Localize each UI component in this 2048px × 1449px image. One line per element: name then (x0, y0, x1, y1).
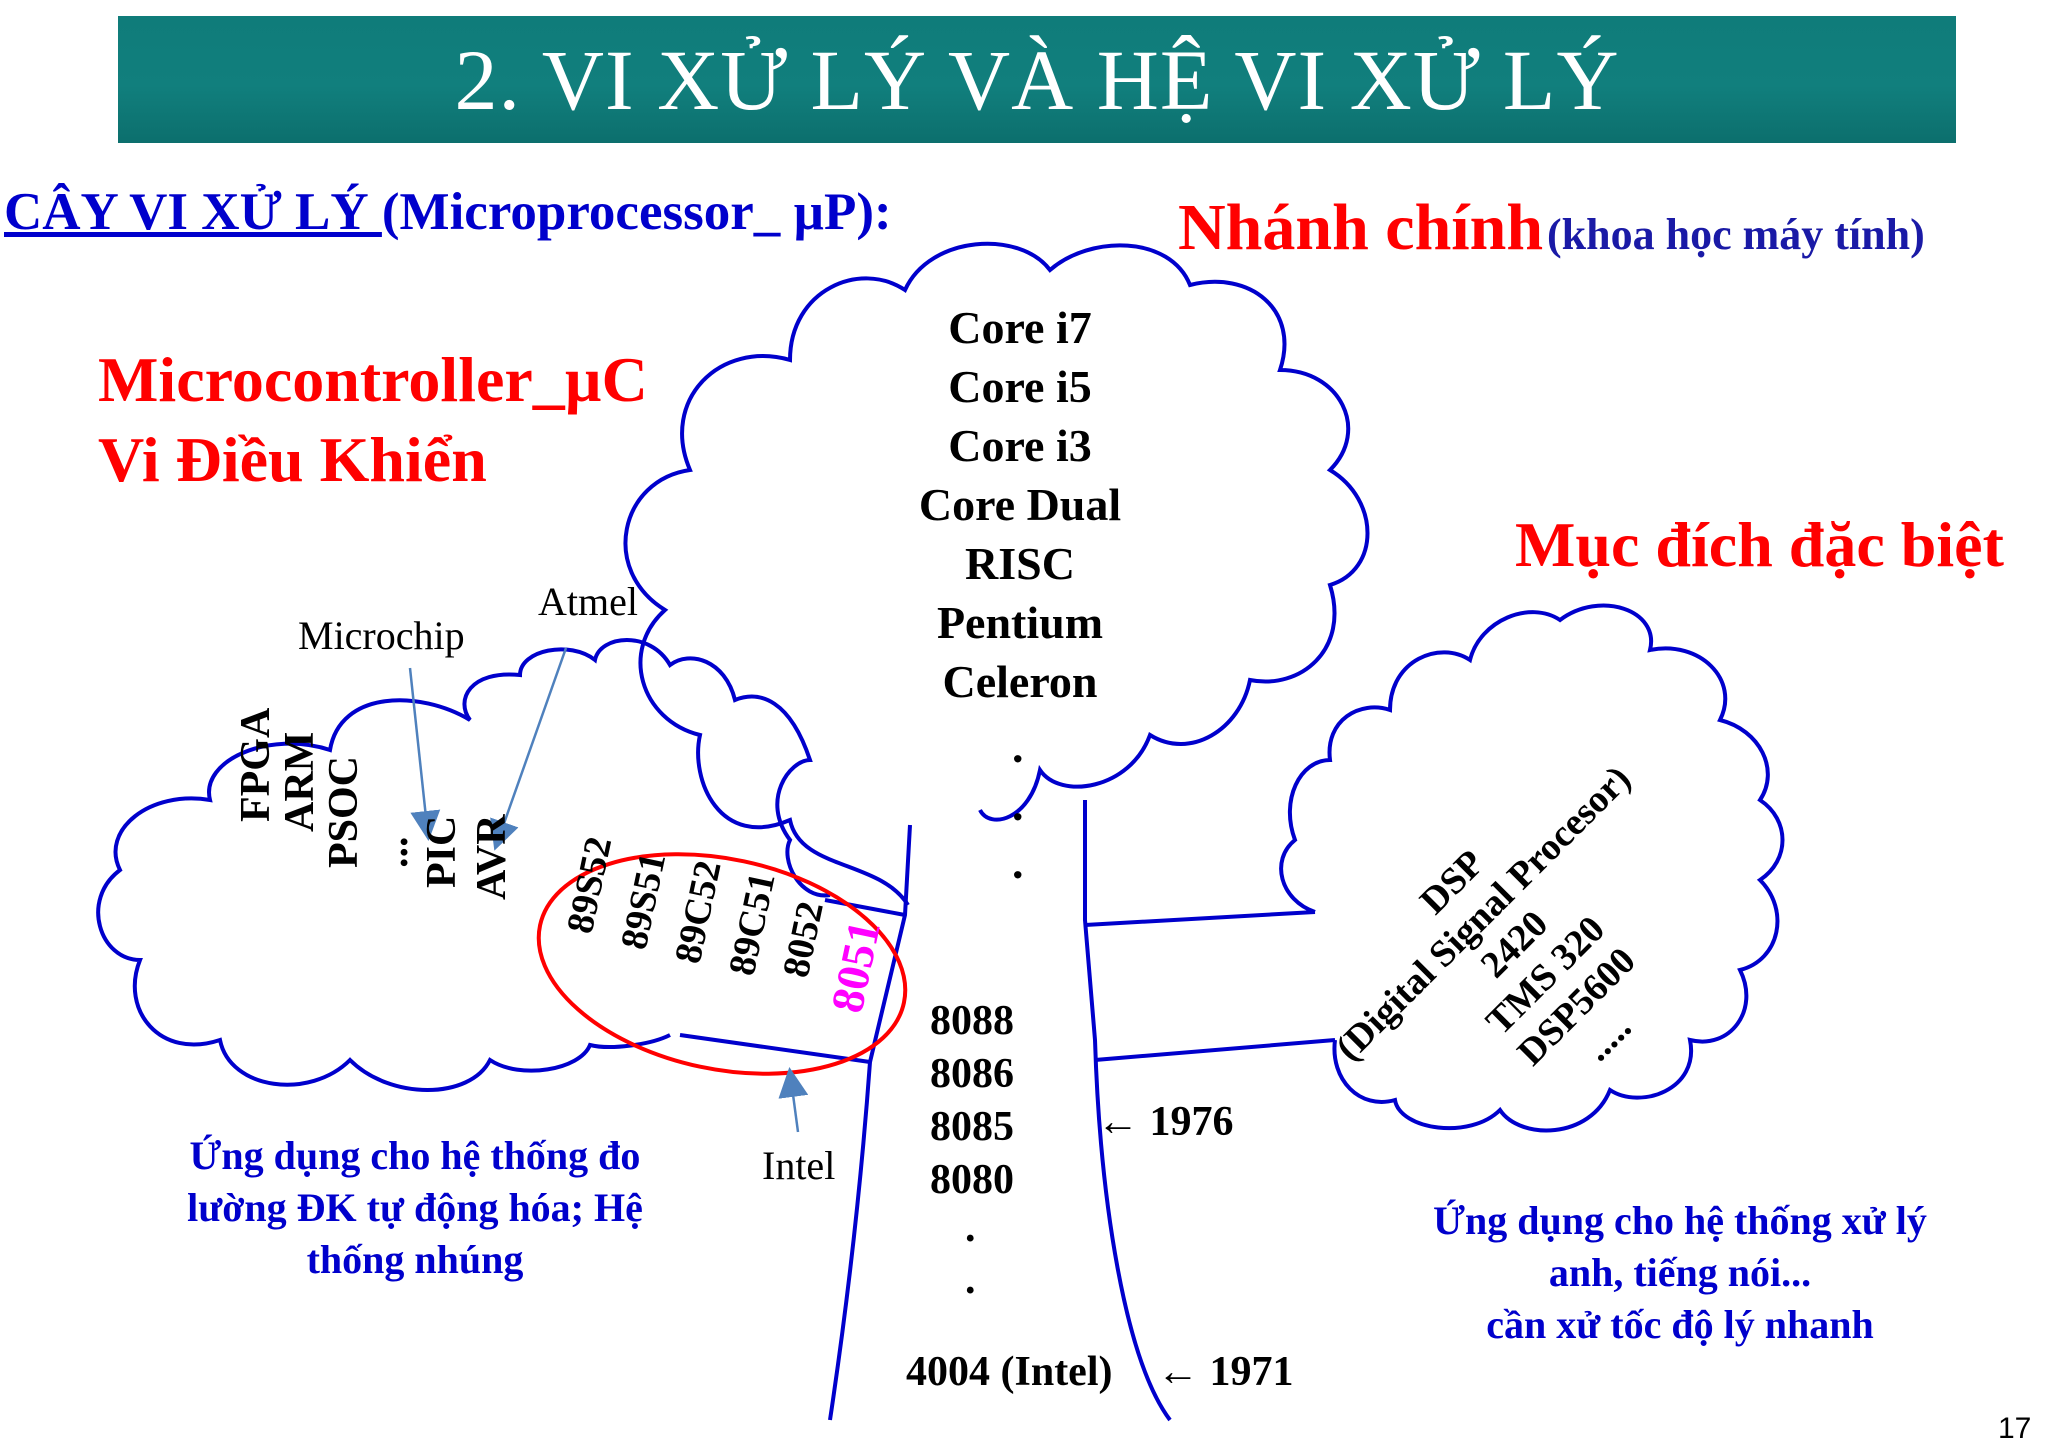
right-application-note: Ứng dụng cho hệ thống xử lý anh, tiếng n… (1380, 1195, 1980, 1351)
year-1971: ← 1971 (1157, 1349, 1294, 1395)
dot: . (1012, 779, 1024, 830)
trunk-right (1083, 800, 1172, 1422)
dot: . (1012, 721, 1024, 772)
left-application-note: Ứng dụng cho hệ thống đo lường ĐK tự độn… (130, 1130, 700, 1286)
branch-left-top (824, 898, 906, 917)
left-app-line: Ứng dụng cho hệ thống đo (189, 1133, 641, 1178)
left-item-avr: AVR (469, 814, 515, 900)
tree-heading-rest: (Microprocessor_ µP): (381, 183, 892, 241)
slide-title: 2. VI XỬ LÝ VÀ HỆ VI XỬ LÝ (454, 31, 1620, 128)
cpu-item: Core i3 (948, 420, 1092, 471)
left-item-ellipsis: ... (371, 836, 417, 869)
family-8051-ellipse (536, 852, 908, 1076)
left-item-psoc: PSOC (321, 755, 367, 868)
tree-heading: CÂY VI XỬ LÝ (Microprocessor_ µP): (4, 182, 892, 242)
atmel-label: Atmel (538, 579, 638, 624)
cpu-ellipsis: . . . (1012, 718, 1024, 892)
cpu-item: Core i7 (948, 302, 1092, 353)
trunk-item: 8088 (930, 998, 1014, 1044)
title-bar: 2. VI XỬ LÝ VÀ HỆ VI XỬ LÝ (118, 16, 1956, 143)
intel-arrow (778, 1067, 809, 1133)
left-cloud (96, 638, 831, 1092)
branch-right-top (1084, 910, 1316, 927)
dot: . (965, 1257, 976, 1303)
main-branch-title: Nhánh chính (1178, 191, 1544, 264)
tree-heading-underlined: CÂY VI XỬ LÝ (4, 183, 382, 241)
left-app-line: lường ĐK tự động hóa; Hệ (187, 1185, 643, 1230)
left-item-pic: PIC (419, 815, 465, 888)
year-1976: ← 1976 (1097, 1099, 1234, 1145)
atmel-arrow (490, 647, 568, 851)
cpu-item: Core Dual (918, 479, 1122, 530)
dot: . (965, 1205, 976, 1251)
left-item-fpga: FPGA (233, 707, 279, 822)
right-cloud-outline (1279, 603, 1785, 1133)
trunk-ellipsis: . . (965, 1202, 976, 1306)
trunk-list: 8088 8086 8085 8080 (930, 995, 1014, 1207)
dot: . (1012, 837, 1024, 888)
microcontroller-label: Microcontroller_µC Vi Điều Khiển (98, 340, 648, 500)
cpu-item: Pentium (936, 597, 1104, 648)
trunk-item: 8085 (930, 1104, 1014, 1150)
trunk-item: 8086 (930, 1051, 1014, 1097)
main-branch-label: Nhánh chính (khoa học máy tính) (1178, 190, 1925, 266)
intel-label: Intel (762, 1143, 836, 1188)
left-app-line: thống nhúng (306, 1237, 524, 1282)
page-number: 17 (1998, 1412, 2032, 1445)
right-app-line: anh, tiếng nói... (1548, 1250, 1812, 1295)
trunk-left (828, 824, 912, 1421)
special-purpose-label: Mục đích đặc biệt (1515, 509, 2004, 580)
right-app-line: cần xử tốc độ lý nhanh (1486, 1302, 1874, 1347)
center-cloud (623, 241, 1370, 907)
microchip-label: Microchip (298, 613, 465, 658)
microcontroller-line1: Microcontroller_µC (98, 344, 648, 415)
microchip-arrow (408, 667, 441, 841)
left-item-arm: ARM (277, 731, 323, 832)
cpu-list: Core i7 Core i5 Core i3 Core Dual RISC P… (870, 298, 1170, 711)
right-cloud (1018, 800, 1080, 910)
branch-left-bottom (679, 1033, 871, 1064)
cpu-item: Core i5 (948, 361, 1092, 412)
cpu-item: RISC (965, 538, 1075, 589)
microcontroller-line2: Vi Điều Khiển (98, 424, 487, 495)
right-app-line: Ứng dụng cho hệ thống xử lý (1433, 1198, 1927, 1243)
trunk-bottom: 4004 (Intel) (906, 1349, 1113, 1395)
cpu-item: Celeron (942, 656, 1098, 707)
main-branch-sub: (khoa học máy tính) (1547, 210, 1925, 259)
branch-right-bottom (1094, 1038, 1336, 1062)
trunk-item: 8080 (930, 1157, 1014, 1203)
